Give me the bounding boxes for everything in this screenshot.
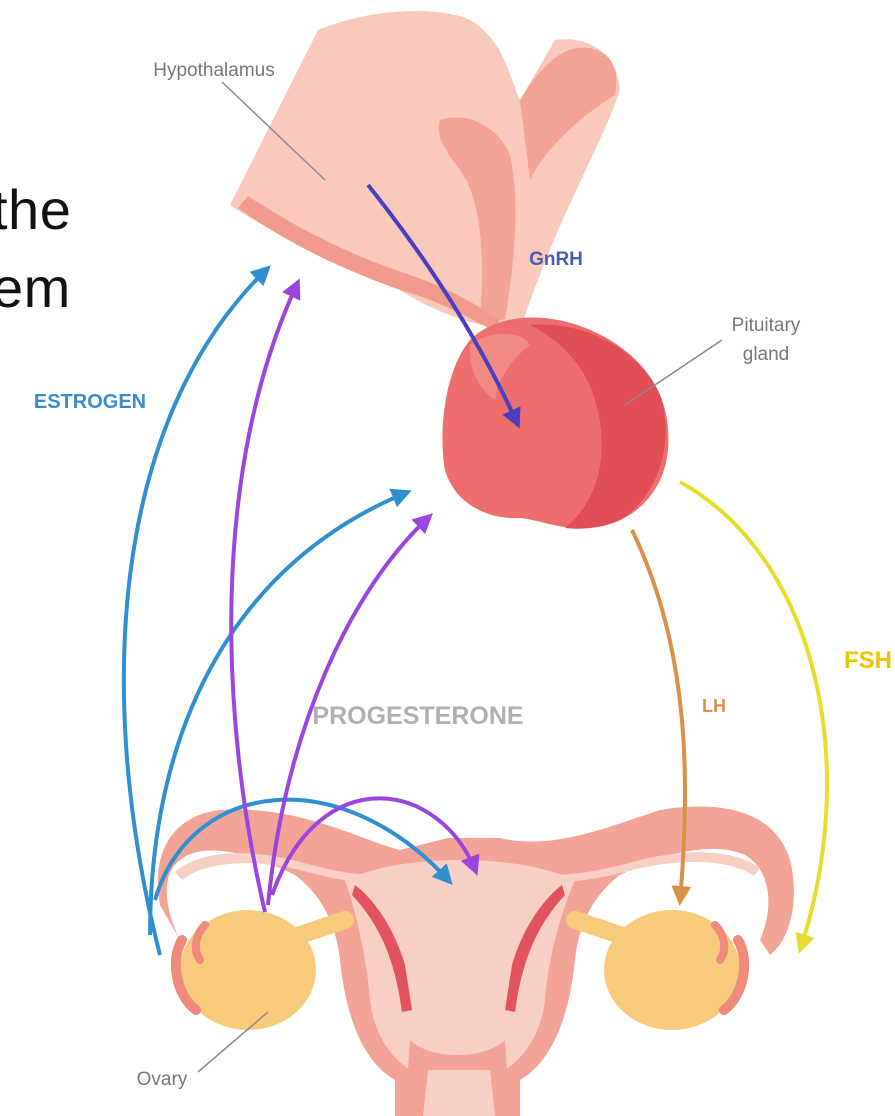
ovary-label: Ovary — [137, 1069, 188, 1090]
pituitary-label-line-2: gland — [743, 344, 790, 365]
gnrh-label: GnRH — [529, 249, 583, 270]
lh-label: LH — [702, 696, 726, 716]
ovary-left-shape — [176, 910, 345, 1030]
ovary-right-shape — [575, 910, 744, 1030]
progesterone-label: PROGESTERONE — [312, 702, 523, 730]
pituitary-gland-shape — [442, 318, 668, 529]
fsh-label: FSH — [844, 647, 892, 674]
hypothalamus-label: Hypothalamus — [153, 60, 274, 81]
hypothalamus-shape — [230, 11, 620, 330]
fsh-arrow — [680, 482, 827, 950]
estrogen-label: ESTROGEN — [34, 391, 146, 413]
pituitary-label-line-1: Pituitary — [732, 315, 801, 336]
